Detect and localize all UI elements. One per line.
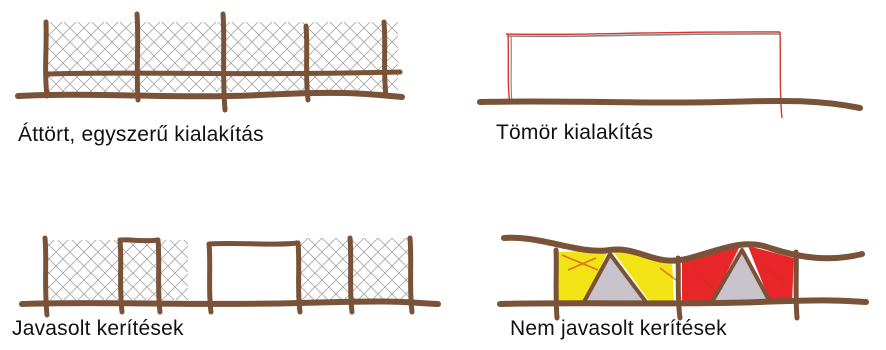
frame-post (155, 237, 163, 315)
fence-post (220, 11, 228, 113)
ground-rail (19, 298, 441, 307)
frame-top (206, 240, 301, 247)
yellow-fill (556, 250, 608, 302)
solid-left-edge (507, 33, 511, 105)
solid-fence-sketch (477, 31, 863, 119)
wire-mesh (296, 238, 412, 300)
fence-post (675, 255, 683, 321)
caption-solid-fence: Tömör kialakítás (496, 121, 654, 144)
frame-top (117, 237, 161, 244)
frame-post (117, 237, 125, 315)
red-fill (748, 246, 794, 302)
fence-post (407, 235, 415, 315)
triangle-outline (582, 252, 648, 304)
ground-line (477, 97, 863, 111)
not-recommended-fence-sketch (497, 234, 869, 321)
solid-right-edge (779, 31, 783, 119)
fence-post (381, 19, 389, 99)
grey-triangle (712, 250, 770, 302)
ground-rail (497, 297, 869, 307)
yellow-fill (612, 250, 674, 302)
frame-post (295, 240, 303, 315)
caption-recommended-fences: Javasolt kerítések (12, 317, 184, 340)
fence-post (793, 249, 800, 321)
fence-post (553, 247, 560, 321)
fence-post (42, 235, 50, 318)
middle-rail (45, 69, 403, 77)
grey-triangle (584, 254, 646, 302)
fence-post (347, 235, 355, 315)
caption-not-recommended-fences: Nem javasolt kerítések (510, 317, 727, 340)
frame-post (206, 241, 214, 315)
solid-top-line (505, 31, 781, 36)
fence-post (303, 23, 311, 103)
recommended-fence-sketch (19, 235, 441, 318)
triangle-outline (710, 248, 772, 304)
wire-mesh (48, 240, 188, 300)
ground-rail (15, 89, 405, 100)
open-fence-sketch (15, 11, 405, 113)
red-fill (682, 246, 740, 302)
fence-post (134, 11, 141, 103)
fence-post (43, 19, 50, 99)
caption-open-simple-fence: Áttört, egyszerű kialakítás (18, 123, 264, 146)
